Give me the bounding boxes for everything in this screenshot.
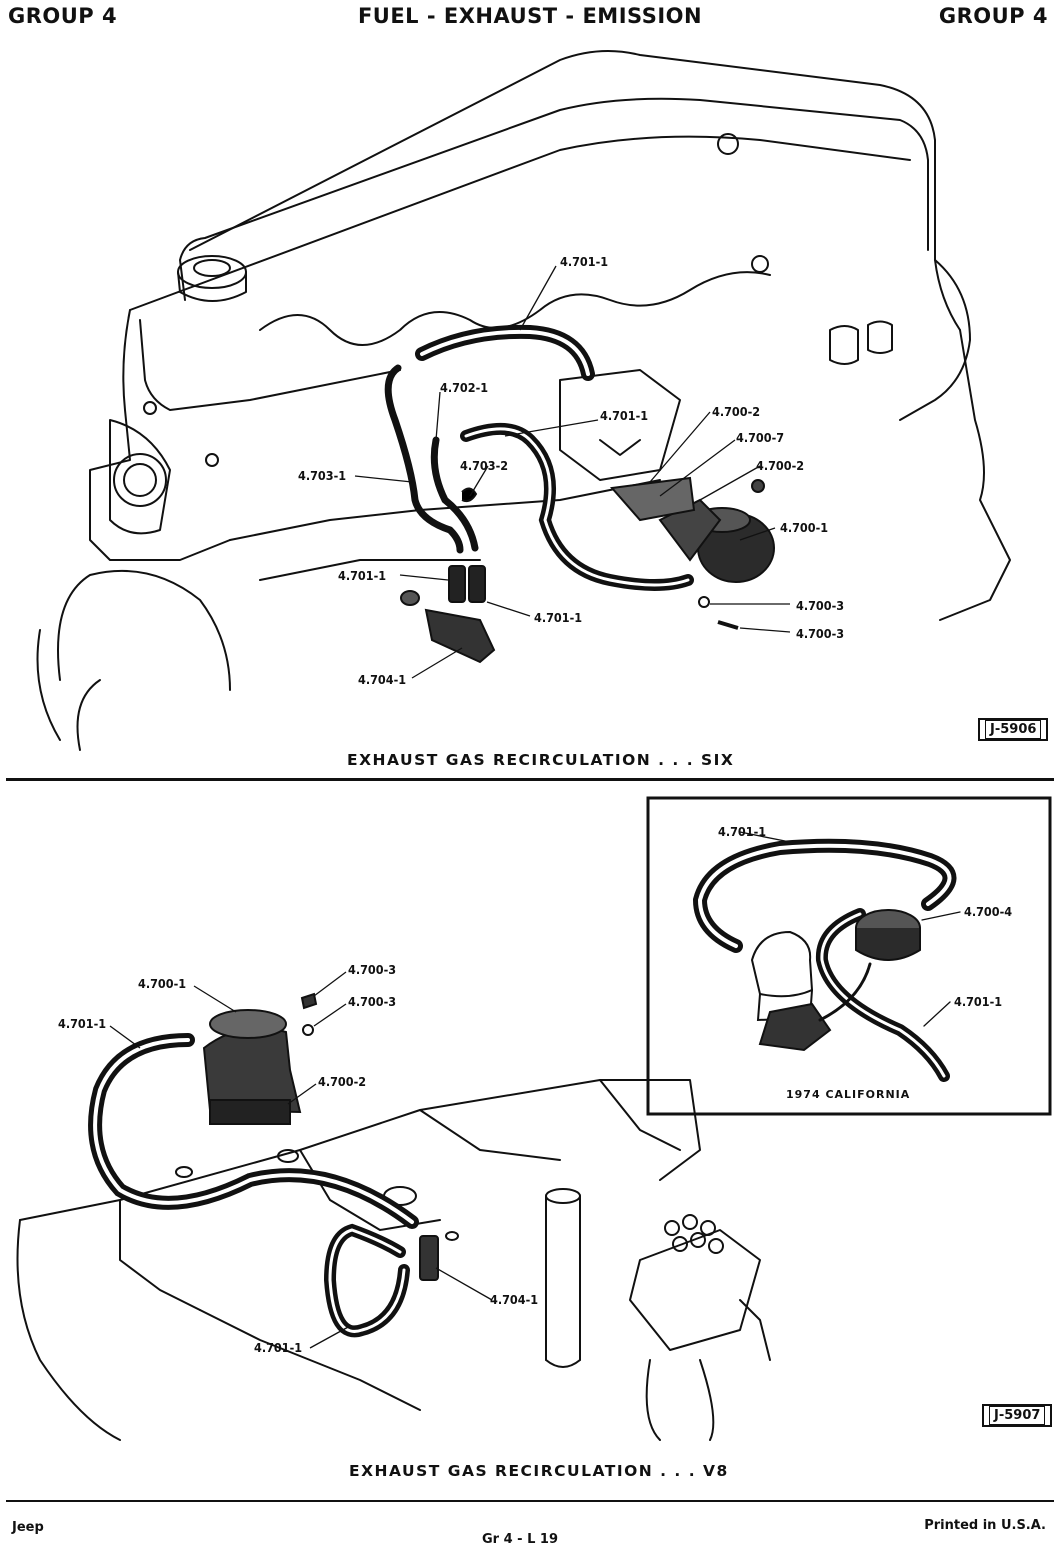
footer-printed: Printed in U.S.A. <box>924 1518 1046 1533</box>
callout-4-700-1: 4.700-1 <box>780 520 828 535</box>
figure-ref-j5907-label: J-5907 <box>989 1406 1046 1425</box>
v8-callout-4-700-2: 4.700-2 <box>318 1074 366 1089</box>
v8-engine-outline <box>16 1079 771 1441</box>
header-group-right: GROUP 4 <box>938 4 1048 28</box>
footer-page-number: Gr 4 - L 19 <box>482 1532 559 1547</box>
inset-drawing <box>692 831 961 1082</box>
callout-4-703-1: 4.703-1 <box>298 468 346 483</box>
callout-4-703-2: 4.703-2 <box>460 458 508 473</box>
callout-4-700-3-b: 4.700-3 <box>796 626 844 641</box>
callout-4-700-2-b: 4.700-2 <box>756 458 804 473</box>
callout-4-701-1-a: 4.701-1 <box>560 254 608 269</box>
callout-4-701-1-b: 4.701-1 <box>600 408 648 423</box>
v8-figure-caption: EXHAUST GAS RECIRCULATION . . . V8 <box>349 1462 729 1480</box>
callout-4-702-1: 4.702-1 <box>440 380 488 395</box>
figure-ref-j5906: J-5906 <box>978 718 1049 741</box>
v8-hoses <box>88 1033 419 1338</box>
callout-4-700-7: 4.700-7 <box>736 430 784 445</box>
six-parts <box>400 476 775 664</box>
inset-callout-4-700-4: 4.700-4 <box>964 904 1012 919</box>
callout-4-700-2-a: 4.700-2 <box>712 404 760 419</box>
v8-parts <box>202 992 439 1281</box>
footer-divider <box>6 1500 1054 1502</box>
section-divider <box>6 778 1054 781</box>
header-group-left: GROUP 4 <box>8 4 118 28</box>
callout-4-704-1: 4.704-1 <box>358 672 406 687</box>
callout-4-701-1-d: 4.701-1 <box>534 610 582 625</box>
v8-callout-4-700-1: 4.700-1 <box>138 976 186 991</box>
footer-brand: Jeep <box>12 1520 44 1535</box>
inset-frame <box>646 796 1052 1116</box>
six-figure-caption: EXHAUST GAS RECIRCULATION . . . SIX <box>347 751 735 769</box>
callout-4-700-3-a: 4.700-3 <box>796 598 844 613</box>
figure-ref-j5906-label: J-5906 <box>985 720 1042 739</box>
six-hoses <box>384 324 694 591</box>
v8-callout-4-704-1: 4.704-1 <box>490 1292 538 1307</box>
v8-callout-4-701-1-a: 4.701-1 <box>58 1016 106 1031</box>
six-engine-outline <box>36 50 1011 751</box>
inset-caption: 1974 CALIFORNIA <box>786 1088 910 1101</box>
v8-callout-4-701-1-b: 4.701-1 <box>254 1340 302 1355</box>
six-leader-lines <box>354 265 791 679</box>
page-title: FUEL - EXHAUST - EMISSION <box>357 4 703 28</box>
figure-ref-j5907: J-5907 <box>982 1404 1053 1427</box>
inset-callout-4-701-1-a: 4.701-1 <box>718 824 766 839</box>
v8-leader-lines <box>109 971 493 1349</box>
v8-callout-4-700-3-b: 4.700-3 <box>348 994 396 1009</box>
inset-callout-4-701-1-b: 4.701-1 <box>954 994 1002 1009</box>
callout-4-701-1-c: 4.701-1 <box>338 568 386 583</box>
v8-callout-4-700-3-a: 4.700-3 <box>348 962 396 977</box>
